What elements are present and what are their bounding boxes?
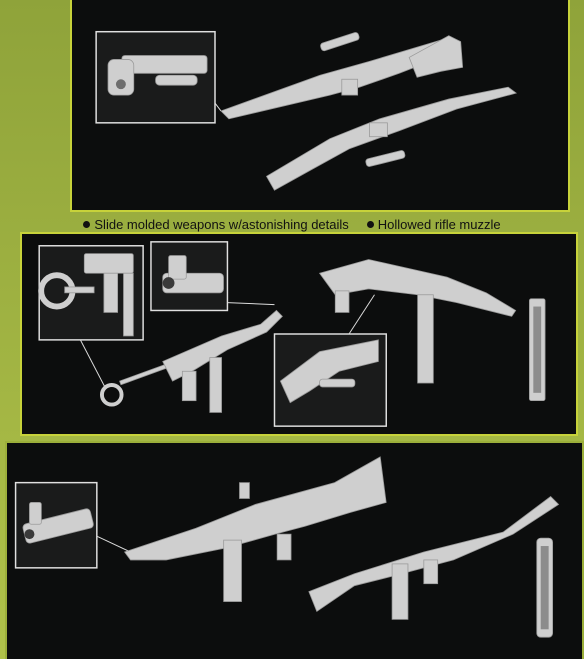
callout-line: [227, 302, 275, 306]
caption-text: Hollowed rifle muzzle: [377, 216, 501, 232]
callout-line: [79, 339, 107, 390]
bullet-dot-icon: [83, 220, 91, 228]
panel-assault-rifles: [5, 441, 584, 659]
rifles-illustration: [95, 30, 518, 191]
assault-rifle-lower: [308, 495, 560, 620]
callout-line: [214, 102, 222, 112]
panel-submachine-guns: [20, 232, 578, 436]
smg-illustration: [38, 241, 546, 427]
assault-rifle-upper: [123, 456, 387, 602]
assault-rifles-illustration: [14, 456, 560, 638]
callout-line: [96, 535, 131, 553]
assault-rifle-magazine: [536, 537, 554, 638]
smg-standard: [318, 259, 517, 384]
muzzle-closeup: [107, 55, 208, 96]
magazine: [529, 298, 546, 402]
receiver-closeup: [279, 339, 379, 404]
caption-item-1: Slide molded weapons w/astonishing detai…: [83, 216, 349, 232]
muzzle-sight-closeup: [162, 255, 224, 294]
caption-text: Slide molded weapons w/astonishing detai…: [94, 216, 349, 232]
folding-stock-closeup: [38, 253, 134, 337]
caption-strip: Slide molded weapons w/astonishing detai…: [0, 214, 584, 234]
rifle-lower: [265, 86, 518, 191]
smg-folded: [99, 309, 283, 413]
callout-line: [348, 294, 375, 335]
front-sight-closeup: [22, 502, 94, 544]
bullet-dot-icon: [366, 220, 374, 228]
caption-item-2: Hollowed rifle muzzle: [366, 216, 501, 232]
rifle-upper: [220, 32, 464, 120]
panel-rifles: [70, 0, 570, 212]
